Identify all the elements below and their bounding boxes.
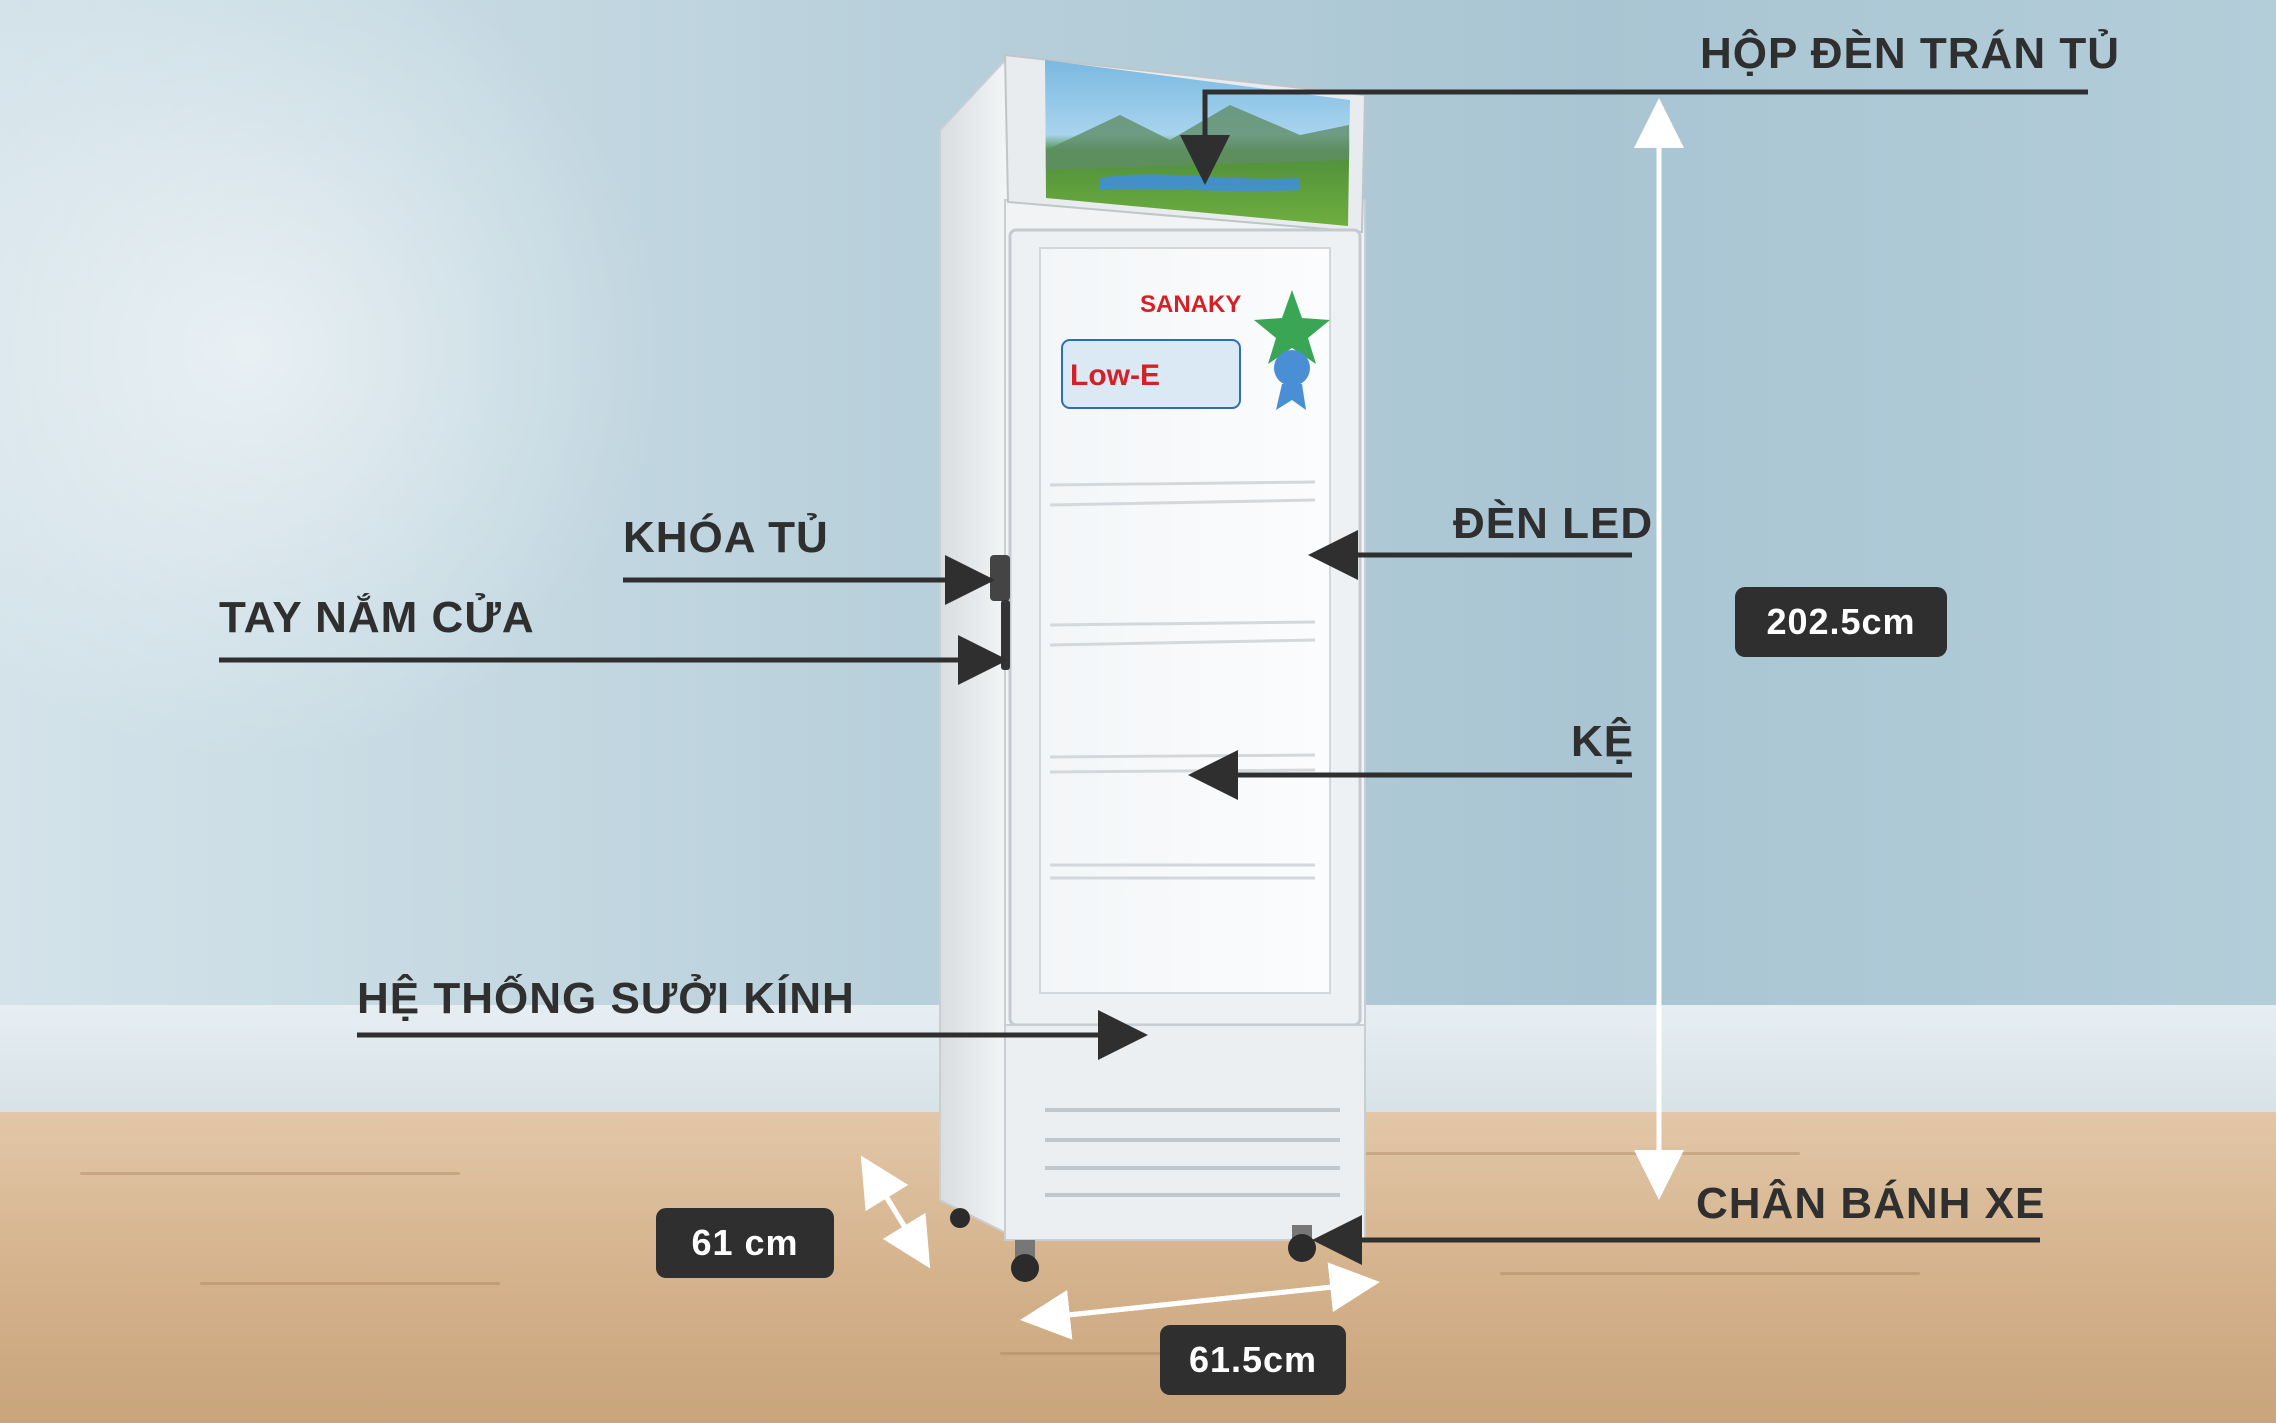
label-top-light-box: HỘP ĐÈN TRÁN TỦ (1700, 29, 2120, 78)
label-handle: TAY NẮM CỬA (219, 593, 535, 642)
wheels (950, 1208, 1316, 1282)
low-e-sticker (1061, 339, 1241, 409)
shelves (1049, 480, 1316, 880)
brand-logo: SANAKY (1140, 291, 1241, 318)
star-badge (1254, 290, 1330, 364)
badge-height: 202.5cm (1735, 587, 1947, 657)
label-wheels: CHÂN BÁNH XE (1696, 1179, 2046, 1228)
vent-grille (1045, 1108, 1340, 1197)
label-glass-heater: HỆ THỐNG SƯỞI KÍNH (357, 974, 855, 1023)
bottom-compartment (1004, 1024, 1366, 1241)
ribbon-badge (1274, 350, 1310, 386)
low-e-text: Low-E (1070, 359, 1160, 392)
label-led: ĐÈN LED (1453, 499, 1654, 548)
badge-width: 61.5cm (1160, 1325, 1346, 1395)
door-lock (990, 555, 1010, 601)
badge-depth: 61 cm (656, 1208, 834, 1278)
label-lock: KHÓA TỦ (623, 513, 829, 562)
label-shelf: KỆ (1571, 717, 1635, 766)
arrow-top-light-box (1180, 89, 2088, 185)
window-light (0, 0, 700, 800)
